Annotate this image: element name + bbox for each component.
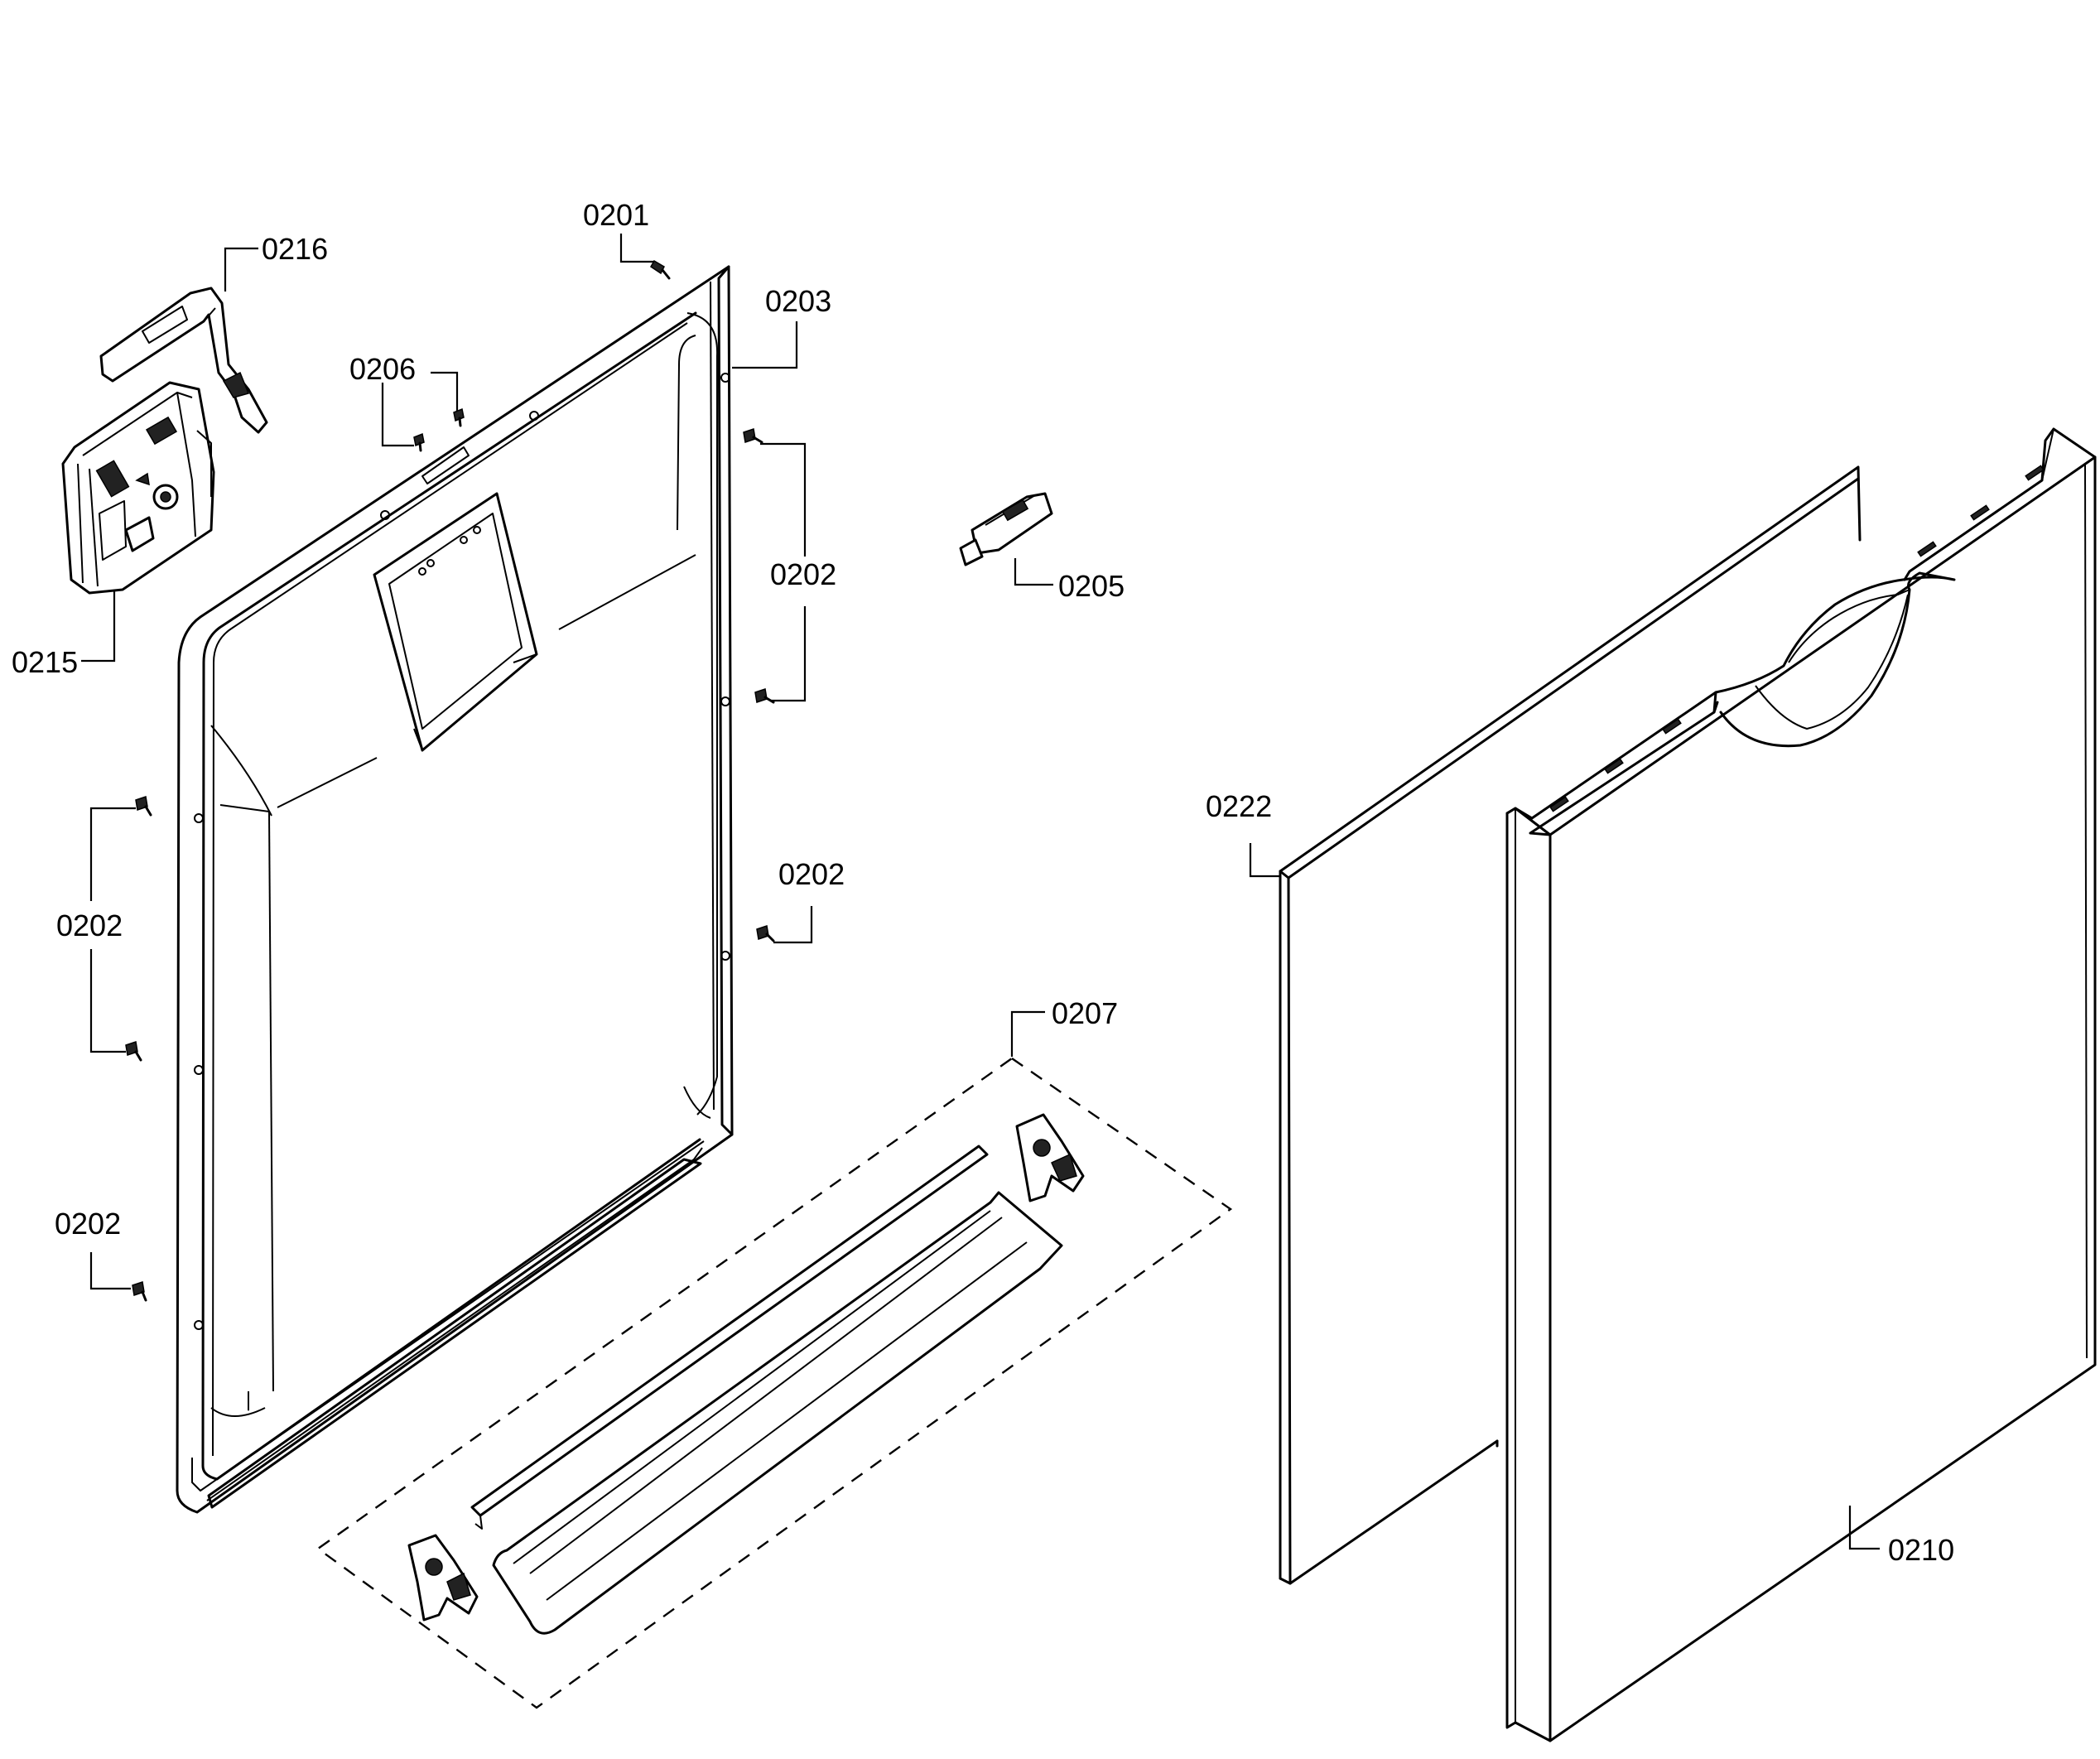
label-0215: 0215 — [12, 645, 78, 679]
label-0216: 0216 — [262, 232, 328, 266]
screw-0202-left-2 — [125, 1041, 142, 1062]
label-0202-left-lower: 0202 — [55, 1207, 121, 1241]
screw-0202-right-1 — [743, 428, 763, 444]
label-0210: 0210 — [1888, 1533, 1954, 1567]
detergent-dispenser — [61, 381, 215, 595]
label-0207: 0207 — [1052, 996, 1118, 1030]
label-0202-left-upper: 0202 — [56, 908, 123, 942]
label-0206: 0206 — [349, 352, 416, 386]
door-insulation-panel — [1279, 465, 1862, 1585]
screw-0201 — [650, 259, 671, 280]
lower-seal-kit — [315, 1057, 1233, 1709]
screw-0206-a — [413, 432, 425, 452]
screw-0202-left-3 — [132, 1281, 147, 1302]
label-0202-right-upper: 0202 — [770, 557, 836, 591]
outer-door-panel — [1505, 427, 2097, 1742]
screws — [125, 259, 775, 1302]
dispenser-opening — [373, 492, 538, 752]
screw-0206-b — [453, 407, 465, 427]
leader-lines — [81, 234, 1880, 1550]
label-0205: 0205 — [1058, 569, 1125, 603]
screw-0202-left-1 — [135, 796, 152, 817]
label-0222: 0222 — [1206, 789, 1272, 823]
handle-bracket — [99, 287, 268, 434]
screw-0202-right-3 — [756, 925, 775, 942]
inner-door-frame — [176, 265, 734, 1514]
label-0201: 0201 — [583, 198, 649, 232]
part-labels: 0201 0216 0203 0206 0202 0205 0215 0202 … — [12, 198, 1954, 1567]
label-0202-right-lower: 0202 — [778, 857, 845, 891]
label-0203: 0203 — [765, 284, 831, 318]
door-latch — [959, 492, 1053, 566]
